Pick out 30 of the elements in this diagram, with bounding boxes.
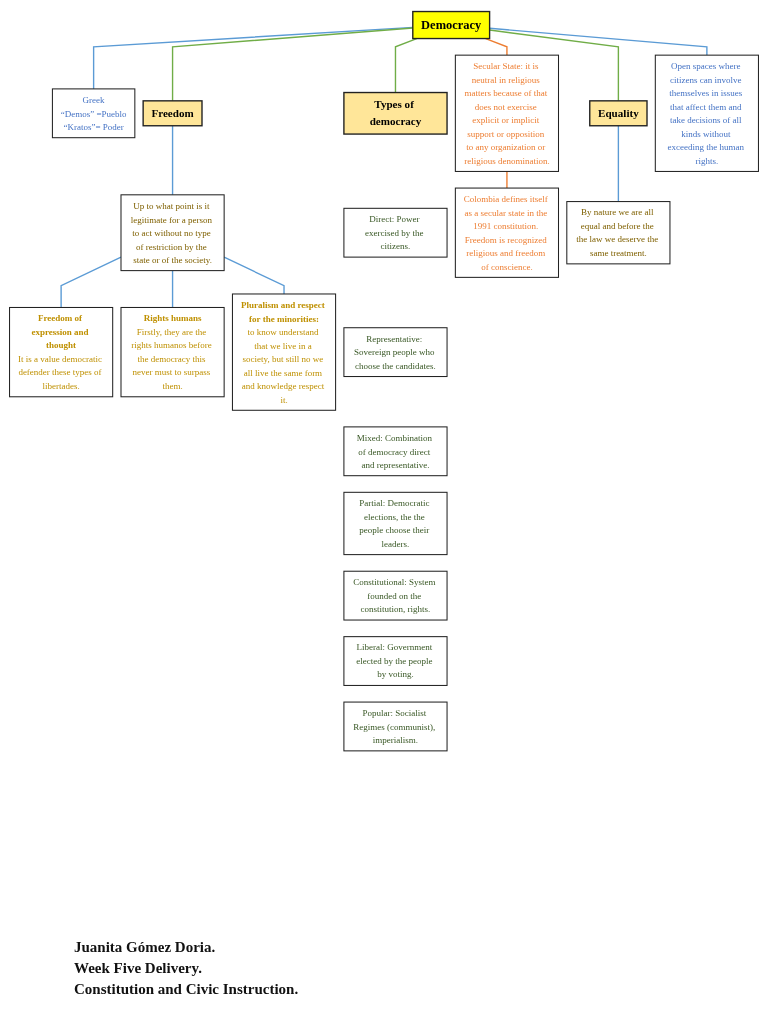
connector: [485, 37, 508, 56]
footer-text: Week Five Delivery.: [74, 959, 202, 978]
connector: [394, 37, 418, 94]
node-box: Representative: Sovereign people who choose the candidates.: [343, 327, 448, 378]
node-box: Democracy: [412, 10, 491, 40]
node-box: Freedom of expression and thought It is a value democratic defender these types of libertades.: [9, 306, 114, 398]
node-box: Open spaces where citizens can involve themselves in issues that affect them and take decisions of all kinds without exceeding the human rights.: [654, 54, 759, 172]
footer-text: Constitution and Civic Instruction.: [74, 980, 299, 999]
node-box: Liberal: Government elected by the people by voting.: [343, 636, 448, 686]
connector: [506, 170, 508, 189]
footer-text: Juanita Gómez Doria.: [74, 938, 216, 957]
connector: [60, 256, 122, 309]
node-box: Equality: [589, 100, 648, 127]
node-box: Freedom: [142, 100, 203, 127]
node-box: Colombia defines itself as a secular state in the 1991 constitution. Freedom is recognized religious and freedom of conscience.: [454, 187, 559, 278]
connector: [171, 269, 174, 309]
node-box: Direct: Power exercised by the citizens.: [343, 207, 448, 258]
node-box: Types of democracy: [343, 91, 448, 135]
node-box: Secular State: it is neutral in religious matters because of that does not exercise explicit or implicit support or opposition to any organization or religious denomination.: [454, 54, 559, 172]
node-box: Partial: Democratic elections, the the people choose their leaders.: [343, 491, 448, 556]
connector: [617, 125, 620, 203]
node-box: Popular: Socialist Regimes (communist), imperialism.: [343, 701, 448, 752]
node-box: Rights humans Firstly, they are the rights humanos before the democracy this never must to surpass them.: [120, 306, 225, 398]
node-box: Mixed: Combination of democracy direct and representative.: [343, 426, 448, 477]
node-box: Pluralism and respect for the minorities: to know understand that we live in a society, but still no we all live the same form and knowledge respect it.: [231, 293, 337, 411]
node-box: Greek “Demos” =Pueblo “Kratos”= Poder: [51, 88, 136, 139]
connector: [171, 125, 174, 196]
node-box: By nature we are all equal and before the the law we deserve the same treatment.: [566, 201, 671, 265]
node-box: Up to what point is it legitimate for a person to act without no type of restriction by the state or of the society.: [120, 194, 225, 272]
node-box: Constitutional: System founded on the constitution, rights.: [343, 570, 448, 621]
